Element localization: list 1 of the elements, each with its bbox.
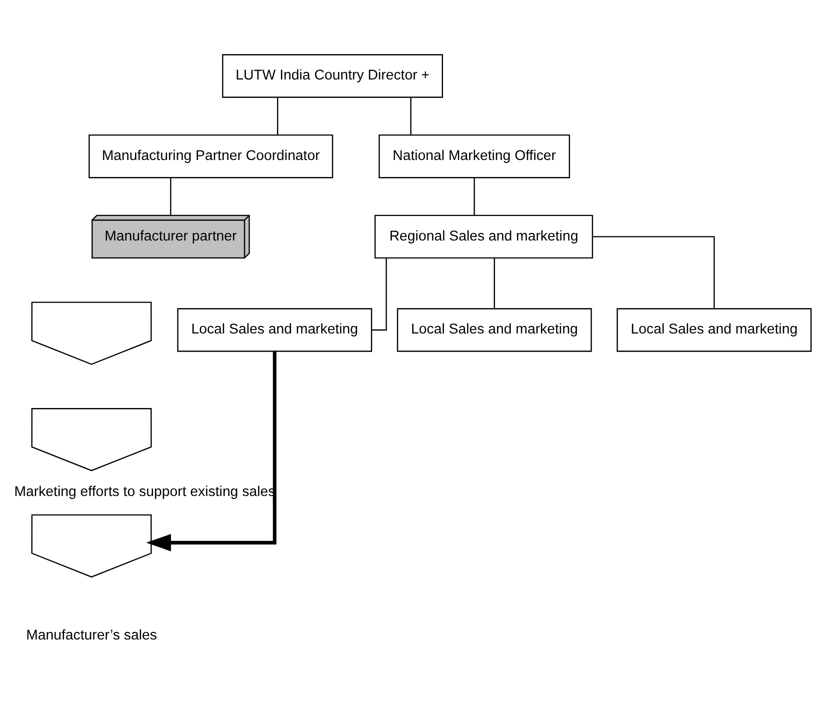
node-label: Manufacturer’s sales: [26, 627, 157, 644]
